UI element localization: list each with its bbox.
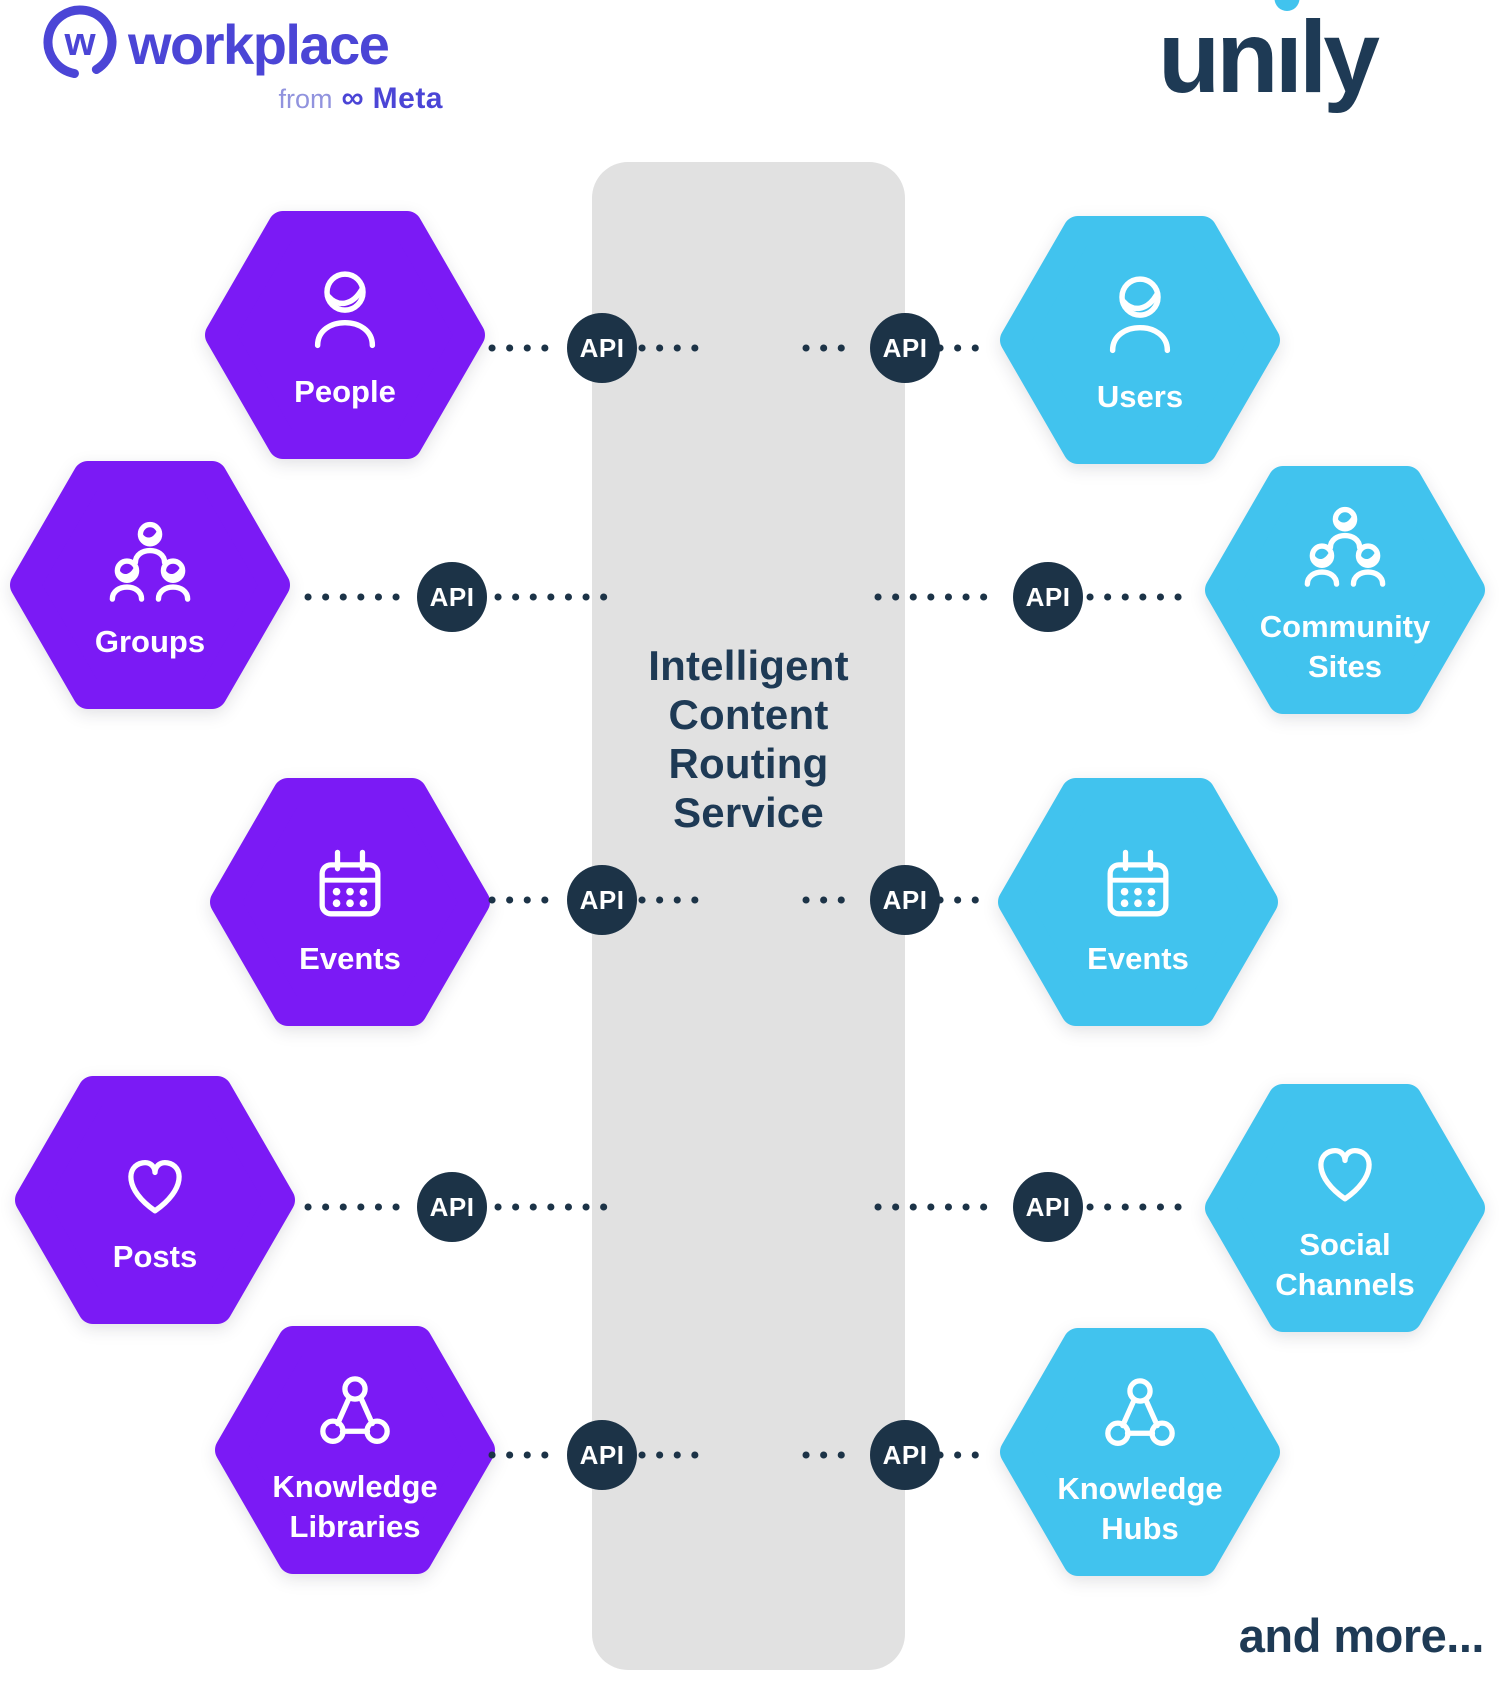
hexagon-knowledge-hubs: Knowledge Hubs: [1000, 1328, 1280, 1576]
api-badge-label: API: [882, 1439, 928, 1470]
api-badge: API: [417, 1172, 487, 1242]
api-badge: API: [417, 562, 487, 632]
api-badge: API: [1013, 1172, 1083, 1242]
people-group-icon: [109, 521, 191, 602]
workplace-logo: w workplace from ∞ Meta: [0, 0, 520, 120]
api-badge: API: [567, 1420, 637, 1490]
meta-infinity-icon: ∞: [341, 80, 364, 115]
unily-wordmark-prefix: un: [1158, 0, 1279, 114]
hexagon-groups: Groups: [10, 461, 290, 709]
and-more-text: and more...: [1238, 1609, 1485, 1662]
hexagon-shape: [15, 1076, 295, 1324]
calendar-icon: [1107, 849, 1169, 917]
routing-service-column: [592, 162, 905, 1670]
hexagon-events-right: Events: [998, 778, 1278, 1026]
hexagon-shape: [1205, 1084, 1485, 1332]
api-badge: API: [870, 1420, 940, 1490]
heart-icon: [1318, 1148, 1372, 1202]
network-icon: [320, 1376, 390, 1444]
api-badge: API: [870, 313, 940, 383]
api-badge-label: API: [882, 332, 928, 363]
person-icon: [314, 271, 376, 349]
hexagon-shape: [205, 211, 485, 459]
api-badge: API: [567, 313, 637, 383]
hexagon-users: Users: [1000, 216, 1280, 464]
hexagon-shape: [1000, 1328, 1280, 1576]
api-badge-label: API: [1025, 581, 1071, 612]
hexagon-community-sites: Community Sites: [1205, 466, 1485, 714]
unily-i-dot-icon: [1274, 0, 1300, 11]
hexagon-events-left: Events: [210, 778, 490, 1026]
hexagon-label: Knowledge Libraries: [272, 1469, 438, 1544]
hexagon-label: Social Channels: [1275, 1227, 1415, 1302]
workplace-w-ring-icon: w: [43, 5, 117, 79]
hexagon-shape: [1205, 466, 1485, 714]
api-badge-label: API: [579, 332, 625, 363]
unily-wordmark-suffix: ly: [1298, 0, 1380, 114]
hexagon-label: People: [294, 374, 396, 409]
hexagon-label: Groups: [94, 624, 206, 659]
hexagon-shape: [215, 1326, 495, 1574]
meta-wordmark: Meta: [372, 82, 443, 115]
api-badge-label: API: [882, 884, 928, 915]
hexagon-label: Events: [299, 941, 401, 976]
api-badge: API: [870, 865, 940, 935]
hexagon-posts: Posts: [15, 1076, 295, 1324]
api-badge: API: [1013, 562, 1083, 632]
api-badge: API: [567, 865, 637, 935]
api-badge-label: API: [579, 884, 625, 915]
person-icon: [1109, 276, 1171, 354]
hexagon-label: Events: [1087, 941, 1189, 976]
api-badge-label: API: [429, 581, 475, 612]
workplace-from-meta: from ∞ Meta: [0, 80, 443, 116]
api-badge-label: API: [429, 1191, 475, 1222]
routing-service-title: Intelligent Content Routing Service: [592, 641, 905, 837]
hexagon-label: Community Sites: [1259, 609, 1431, 684]
hexagon-label: Knowledge Hubs: [1057, 1471, 1223, 1546]
unily-i-letter: ı: [1274, 0, 1303, 112]
hexagon-shape: [10, 461, 290, 709]
calendar-icon: [319, 849, 381, 917]
hexagon-knowledge-libraries: Knowledge Libraries: [215, 1326, 495, 1574]
api-badge-label: API: [1025, 1191, 1071, 1222]
hexagon-label: Posts: [112, 1239, 198, 1274]
svg-text:w: w: [63, 20, 96, 64]
network-icon: [1105, 1378, 1175, 1446]
hexagon-label: Users: [1096, 379, 1184, 414]
hexagon-social-channels: Social Channels: [1205, 1084, 1485, 1332]
hexagon-people: People: [205, 211, 485, 459]
routing-service-title-text: Intelligent Content Routing Service: [648, 642, 849, 836]
people-group-icon: [1304, 506, 1386, 587]
api-badge-label: API: [579, 1439, 625, 1470]
heart-icon: [128, 1160, 182, 1214]
workplace-wordmark: workplace: [128, 13, 390, 76]
hexagon-shape: [1000, 216, 1280, 464]
from-label: from: [278, 84, 333, 114]
